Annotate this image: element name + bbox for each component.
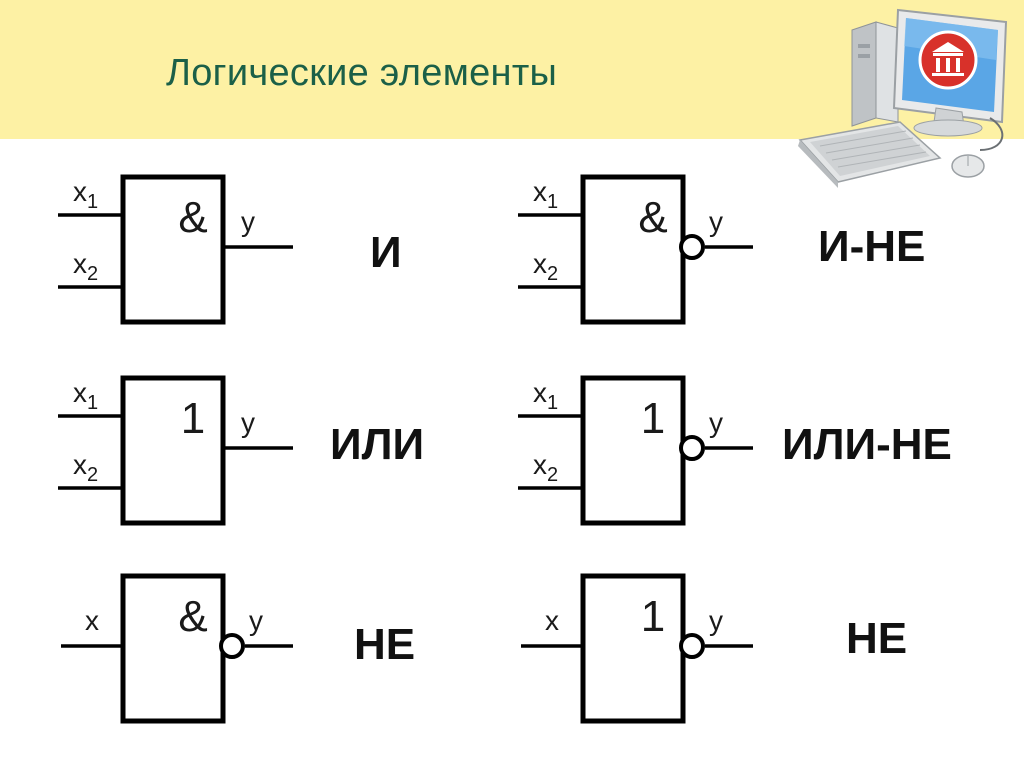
output-label: y bbox=[709, 407, 723, 438]
input-label: x bbox=[85, 605, 99, 636]
logic-gate-1: & y x1 x2 bbox=[518, 174, 753, 325]
logic-gate-4: &yx bbox=[61, 573, 293, 724]
gate-body bbox=[580, 573, 686, 724]
gate-name: ИЛИ-НЕ bbox=[782, 420, 952, 469]
logic-gate-0: & y x1 x2 bbox=[58, 174, 293, 325]
output-label: y bbox=[241, 407, 255, 438]
gate-name: ИЛИ bbox=[330, 420, 425, 469]
bank-logo-icon bbox=[918, 30, 978, 90]
gate-name: НЕ bbox=[846, 614, 908, 663]
inversion-bubble bbox=[219, 633, 245, 659]
gate-body bbox=[580, 174, 686, 325]
slide-title: Логические элементы bbox=[166, 52, 558, 94]
logic-gate-5: 1 y x bbox=[521, 573, 753, 724]
gate-body bbox=[120, 573, 226, 724]
logic-gate-3: 1 y x1 x2 bbox=[518, 375, 753, 526]
gate-name: НЕ bbox=[354, 620, 416, 669]
computer-icon bbox=[798, 8, 1008, 188]
output-label: y bbox=[709, 605, 723, 636]
gate-body bbox=[120, 174, 226, 325]
gate-body bbox=[580, 375, 686, 526]
gate-symbol: 1 bbox=[641, 394, 665, 443]
input-label: x1 bbox=[73, 377, 98, 414]
gate-symbol: 1 bbox=[181, 394, 205, 443]
inversion-bubble bbox=[679, 633, 705, 659]
gate-symbol: & bbox=[178, 592, 207, 641]
input-label: x2 bbox=[533, 248, 558, 285]
input-label: x1 bbox=[533, 176, 558, 213]
gate-symbol: & bbox=[638, 193, 667, 242]
gate-body bbox=[120, 375, 226, 526]
gate-symbol: 1 bbox=[641, 592, 665, 641]
input-label: x1 bbox=[533, 377, 558, 414]
input-label: x2 bbox=[73, 449, 98, 486]
output-label: y bbox=[709, 206, 723, 237]
gate-name: И bbox=[370, 228, 402, 277]
input-label: x2 bbox=[533, 449, 558, 486]
inversion-bubble bbox=[679, 234, 705, 260]
input-label: x2 bbox=[73, 248, 98, 285]
output-label: y bbox=[249, 605, 263, 636]
logic-gate-2: 1 y x1 x2 bbox=[58, 375, 293, 526]
output-label: y bbox=[241, 206, 255, 237]
gate-name: И-НЕ bbox=[818, 222, 926, 271]
inversion-bubble bbox=[679, 435, 705, 461]
gate-symbol: & bbox=[178, 193, 207, 242]
input-label: x bbox=[545, 605, 559, 636]
input-label: x1 bbox=[73, 176, 98, 213]
